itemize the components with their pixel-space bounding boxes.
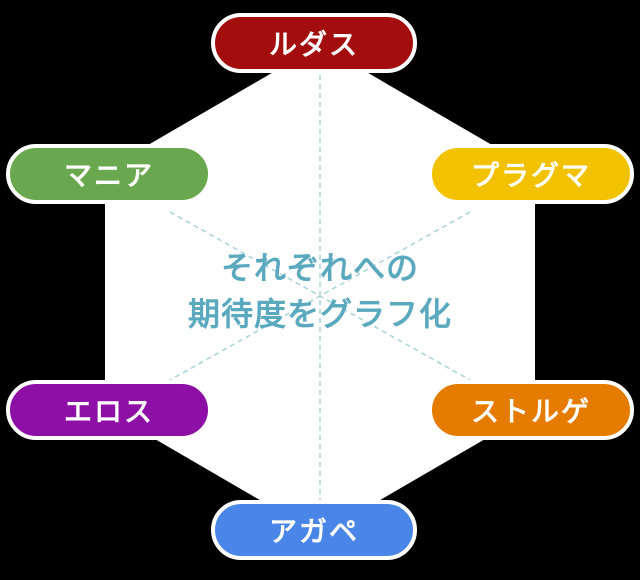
- node-storge: ストルゲ: [428, 380, 634, 440]
- node-agape: アガペ: [211, 500, 417, 560]
- node-eros: エロス: [6, 380, 212, 440]
- center-caption-line2: 期待度をグラフ化: [187, 295, 452, 333]
- axis-lines: [169, 75, 471, 505]
- hexagon-background: [105, 45, 535, 535]
- node-pragma: プラグマ: [428, 144, 634, 204]
- center-caption-line1: それぞれへの: [220, 249, 419, 287]
- axis-pragma-eros: [169, 211, 471, 381]
- center-caption: それぞれへの 期待度をグラフ化: [120, 245, 520, 337]
- node-ludus: ルダス: [211, 13, 417, 73]
- node-mania: マニア: [6, 144, 212, 204]
